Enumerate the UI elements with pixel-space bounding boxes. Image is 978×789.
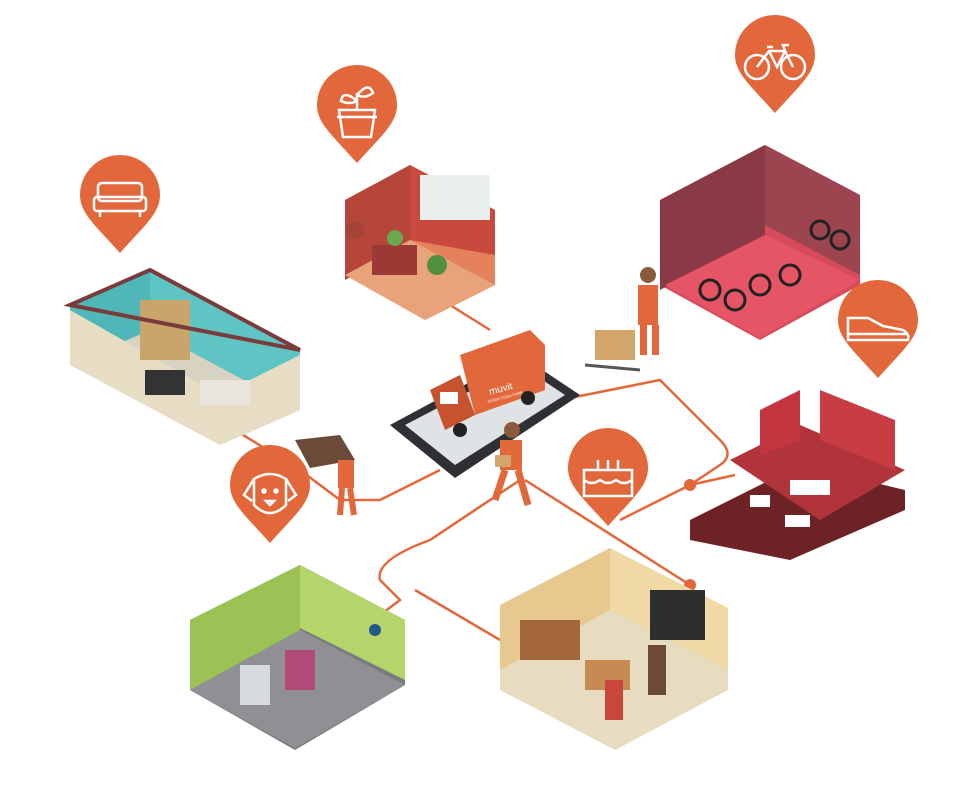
route-node [684, 479, 696, 491]
dog-icon [242, 472, 298, 515]
cake-icon [582, 460, 634, 498]
pin-cake [568, 428, 648, 526]
phone-with-truck: muvit GUIDA COSA FARE [390, 330, 580, 478]
plant-store [345, 165, 495, 320]
pin-dog [230, 445, 310, 543]
pin-sneaker [838, 280, 918, 378]
worker-carrying-furniture [295, 435, 357, 516]
bicycle-icon [743, 43, 807, 81]
shoe-store [690, 390, 905, 560]
pin-plant [317, 65, 397, 163]
sofa-icon [92, 181, 148, 217]
sneaker-icon [846, 316, 910, 342]
plant-icon [337, 86, 377, 139]
furniture-store [63, 267, 301, 445]
worker-with-box [491, 422, 532, 506]
pet-store [190, 565, 405, 750]
worker-with-trolley [584, 267, 659, 372]
bike-store [660, 145, 860, 340]
bakery [500, 548, 728, 750]
pin-sofa [80, 155, 160, 253]
pin-bicycle [735, 15, 815, 113]
